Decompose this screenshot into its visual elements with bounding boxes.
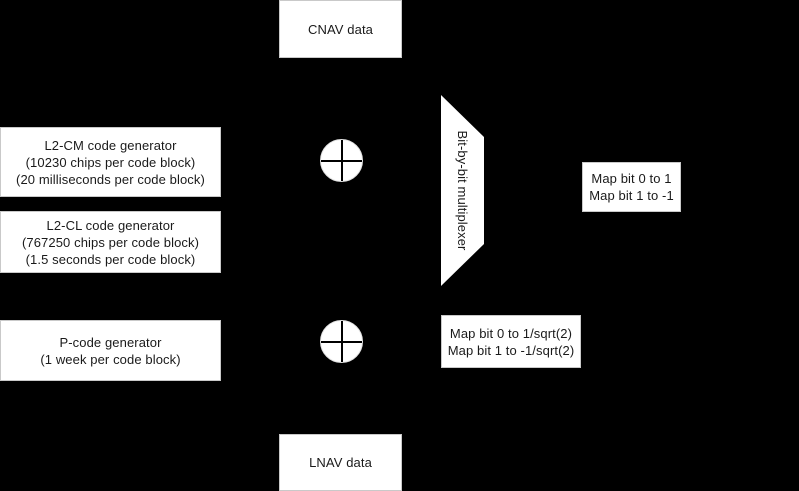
block-bit-by-bit-multiplexer-label: Bit-by-bit multiplexer xyxy=(455,130,470,251)
block-lnav-data-label: LNAV data xyxy=(309,455,372,470)
block-cnav-data: CNAV data xyxy=(279,0,402,58)
block-pcode-generator: P-code generator (1 week per code block) xyxy=(0,320,221,381)
block-map-bpsk-line2: Map bit 1 to -1 xyxy=(589,188,674,203)
block-pcode-generator-line2: (1 week per code block) xyxy=(40,351,181,367)
adder-vertical-bar xyxy=(341,140,343,181)
adder-vertical-bar xyxy=(341,321,343,362)
block-pcode-generator-line1: P-code generator xyxy=(59,334,162,350)
block-l2cm-generator-line3: (20 milliseconds per code block) xyxy=(16,171,205,187)
block-map-qpsk-line2: Map bit 1 to -1/sqrt(2) xyxy=(447,342,575,358)
block-l2cm-generator-line2: (10230 chips per code block) xyxy=(25,154,196,170)
block-cnav-data-label: CNAV data xyxy=(308,21,373,37)
block-l2cl-generator-line2: (767250 chips per code block) xyxy=(21,234,200,250)
block-l2cl-generator: L2-CL code generator (767250 chips per c… xyxy=(0,211,221,273)
block-bit-by-bit-multiplexer: Bit-by-bit multiplexer xyxy=(441,95,484,286)
modulo-2-adder-icon-upper xyxy=(320,139,363,182)
block-lnav-data: LNAV data xyxy=(279,434,402,491)
block-l2cm-generator: L2-CM code generator (10230 chips per co… xyxy=(0,127,221,197)
block-l2cl-generator-line3: (1.5 seconds per code block) xyxy=(25,251,196,267)
block-map-qpsk: Map bit 0 to 1/sqrt(2) Map bit 1 to -1/s… xyxy=(441,315,581,368)
block-map-bpsk-line1: Map bit 0 to 1 xyxy=(591,171,672,186)
block-map-bpsk: Map bit 0 to 1 Map bit 1 to -1 xyxy=(582,162,681,212)
block-l2cl-generator-line1: L2-CL code generator xyxy=(46,217,175,233)
modulo-2-adder-icon-lower xyxy=(320,320,363,363)
block-l2cm-generator-line1: L2-CM code generator xyxy=(44,137,177,153)
block-map-qpsk-line1: Map bit 0 to 1/sqrt(2) xyxy=(449,325,573,341)
